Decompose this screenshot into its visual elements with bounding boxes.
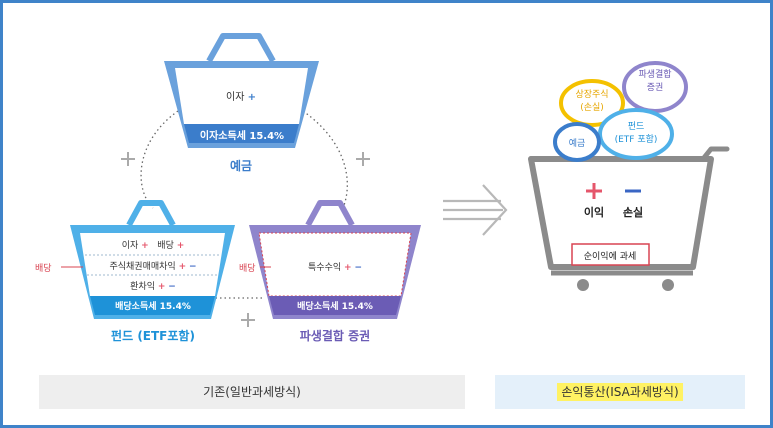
deposit-content: 이자 + (226, 88, 256, 103)
bubble-listed-stock-line1: 상장주식 (575, 90, 609, 100)
fund-row-3: 환차익 + − (130, 279, 176, 292)
bubble-fund-line1: 펀드 (627, 122, 645, 132)
fund-tax-label: 배당소득세 15.4% (115, 302, 191, 312)
minus-sign: − (354, 263, 362, 273)
derivative-tax-band (269, 296, 401, 315)
minus-sign: − (168, 282, 176, 292)
derivative-basket (249, 200, 421, 319)
fund-interest-label: 이자 (121, 241, 139, 251)
deposit-tax-band (184, 124, 299, 143)
derivative-tax-label: 배당소득세 15.4% (297, 302, 373, 312)
plus-sign: + (176, 241, 185, 251)
bubble-deposit-label: 예금 (568, 139, 586, 149)
plus-sign: + (247, 92, 256, 103)
deposit-tax-label: 이자소득세 15.4% (199, 131, 285, 142)
derivative-side-label: 배당 (239, 264, 256, 274)
cart-wheel-left (577, 279, 589, 291)
bubble-derivative-label: 파생결합 증권 (638, 69, 671, 95)
diagram-graphics (61, 33, 730, 327)
fund-tax-band (90, 296, 215, 315)
fund-title: 펀드 (ETF포함) (111, 329, 195, 343)
plus-sign-left (121, 152, 135, 166)
plus-sign: + (344, 263, 352, 273)
caption-bar-left: 기존(일반과세방식) (39, 375, 465, 409)
right-arrow (443, 184, 508, 236)
derivative-title: 파생결합 증권 (299, 329, 371, 343)
caption-bar-right: 손익통산(ISA과세방식) (495, 375, 745, 409)
bubble-listed-stock (559, 79, 625, 127)
net-tax-box (571, 243, 650, 266)
plus-sign-right (356, 152, 370, 166)
bubble-derivative-line1: 파생결합 (638, 70, 672, 80)
bubble-fund-line2: (ETF 포함) (614, 135, 658, 145)
plus-sign-bottom (241, 313, 255, 327)
derivative-content: 특수수익 + − (308, 260, 362, 273)
bubble-listed-stock-line2: (손실) (580, 103, 604, 113)
fund-capital-gain-label: 주식채권매매차익 (109, 262, 176, 272)
profit-plus-icon (586, 183, 602, 199)
deposit-basket (164, 33, 319, 148)
caption-left: 기존(일반과세방식) (203, 385, 301, 399)
profit-label: 이익 (583, 206, 605, 219)
net-tax-label: 순이익에 과세 (583, 252, 637, 262)
plus-sign: + (157, 282, 166, 292)
cart-wheel-right (662, 279, 674, 291)
shopping-cart (528, 146, 730, 291)
bubble-derivative (622, 61, 688, 113)
fund-row-2: 주식채권매매차익 + − (109, 259, 196, 272)
deposit-title: 예금 (229, 159, 253, 173)
derivative-special-income-label: 특수수익 (308, 263, 342, 273)
bubble-fund-label: 펀드 (ETF 포함) (615, 121, 658, 147)
minus-sign: − (189, 262, 197, 272)
fund-dividend-label: 배당 (157, 241, 174, 251)
bubble-derivative-line2: 증권 (646, 83, 664, 93)
bubble-listed-stock-label: 상장주식 (손실) (575, 89, 608, 115)
bubble-deposit (553, 122, 601, 162)
deposit-content-label: 이자 (226, 92, 245, 103)
fund-fx-gain-label: 환차익 (130, 282, 155, 292)
fund-side-label: 배당 (35, 264, 52, 274)
loss-label: 손실 (622, 206, 644, 219)
caption-right: 손익통산(ISA과세방식) (557, 383, 683, 401)
plus-sign: + (141, 241, 149, 251)
fund-basket (61, 200, 235, 319)
fund-row-1: 이자 + 배당 + (122, 238, 185, 251)
bubble-fund (598, 108, 674, 160)
plus-sign: + (178, 262, 187, 272)
